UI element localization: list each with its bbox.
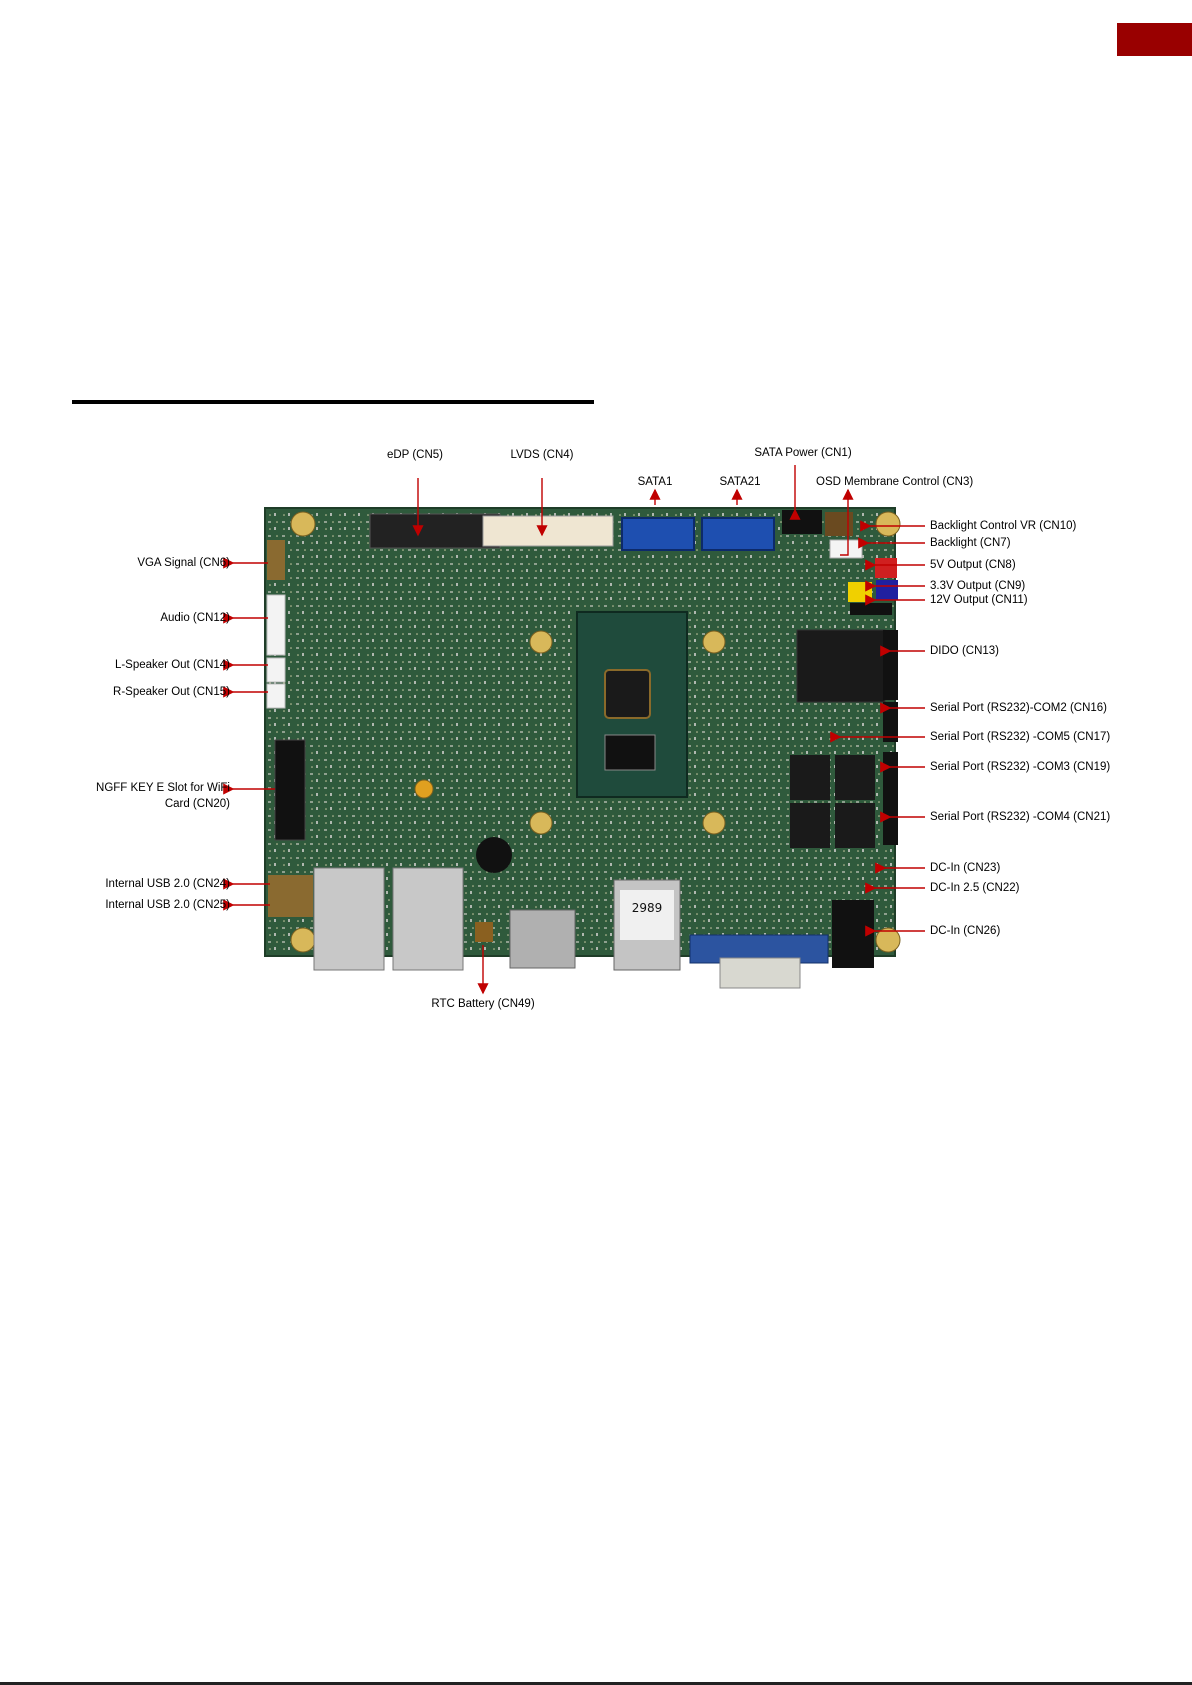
- label-com3: Serial Port (RS232) -COM3 (CN19): [930, 761, 1111, 773]
- label-r-speaker: R-Speaker Out (CN15): [113, 686, 230, 698]
- label-com5: Serial Port (RS232) -COM5 (CN17): [930, 731, 1111, 743]
- label-12v-output: 12V Output (CN11): [930, 594, 1028, 606]
- sata21-connector: [701, 517, 775, 551]
- lan-jack-1: [313, 867, 385, 971]
- label-backlight-vr: Backlight Control VR (CN10): [930, 520, 1077, 532]
- label-dc-in-cn26: DC-In (CN26): [930, 925, 1001, 937]
- label-vga: VGA Signal (CN6): [137, 557, 230, 569]
- label-com2: Serial Port (RS232)-COM2 (CN16): [930, 702, 1108, 714]
- page-footer-rule: [0, 1682, 1192, 1685]
- label-usb-cn24: Internal USB 2.0 (CN24): [105, 878, 230, 890]
- label-usb-cn25: Internal USB 2.0 (CN25): [105, 899, 230, 911]
- label-audio: Audio (CN12): [160, 612, 230, 624]
- section-heading-rule: [72, 400, 594, 404]
- label-3v3-output: 3.3V Output (CN9): [930, 580, 1026, 592]
- lan-jack-2: [392, 867, 464, 971]
- label-dc-in-cn22: DC-In 2.5 (CN22): [930, 882, 1020, 894]
- label-backlight: Backlight (CN7): [930, 537, 1011, 549]
- label-ngff-line2: Card (CN20): [164, 798, 230, 810]
- label-sata21: SATA21: [719, 476, 761, 488]
- label-rtc-battery: RTC Battery (CN49): [431, 998, 535, 1010]
- label-lvds: LVDS (CN4): [510, 449, 574, 461]
- sata1-connector: [621, 517, 695, 551]
- pcb-board: 2989: [264, 507, 901, 989]
- lan-sticker-text: 2989: [632, 901, 663, 915]
- label-dido: DIDO (CN13): [930, 645, 1000, 657]
- label-osd: OSD Membrane Control (CN3): [816, 476, 974, 488]
- page-corner-tab: [1117, 23, 1192, 56]
- label-sata-power: SATA Power (CN1): [754, 447, 852, 459]
- label-com4: Serial Port (RS232) -COM4 (CN21): [930, 811, 1111, 823]
- label-sata1: SATA1: [637, 476, 673, 488]
- callout-arrows: [223, 465, 925, 995]
- label-5v-output: 5V Output (CN8): [930, 559, 1016, 571]
- label-l-speaker: L-Speaker Out (CN14): [114, 659, 230, 671]
- label-dc-in-cn23: DC-In (CN23): [930, 862, 1001, 874]
- label-ngff-line1: NGFF KEY E Slot for WiFi: [96, 782, 230, 794]
- label-edp: eDP (CN5): [386, 449, 444, 461]
